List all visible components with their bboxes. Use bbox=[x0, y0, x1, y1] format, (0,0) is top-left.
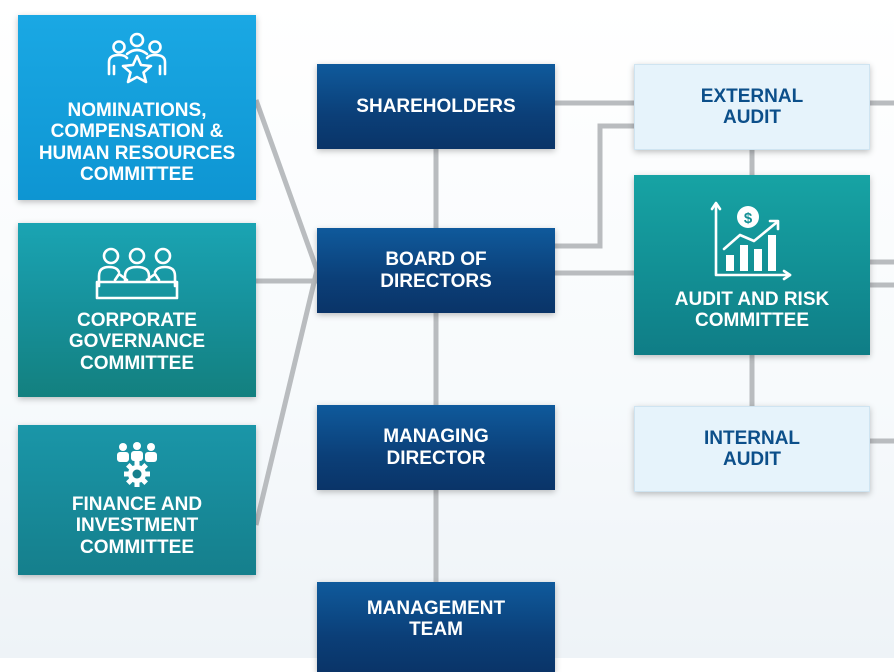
internal-audit-label: INTERNAL AUDIT bbox=[703, 427, 801, 470]
nominations-committee-label: NOMINATIONS, COMPENSATION & HUMAN RESOUR… bbox=[38, 99, 236, 185]
external-audit-box: EXTERNAL AUDIT bbox=[634, 64, 870, 150]
board-of-directors-box: BOARD OF DIRECTORS bbox=[317, 228, 555, 313]
shareholders-box: SHAREHOLDERS bbox=[317, 64, 555, 149]
people-star-icon bbox=[107, 32, 167, 84]
finance-investment-committee-label: FINANCE AND INVESTMENT COMMITTEE bbox=[71, 494, 203, 558]
managing-director-label: MANAGING DIRECTOR bbox=[383, 426, 489, 469]
managing-director-box: MANAGING DIRECTOR bbox=[317, 405, 555, 490]
management-team-box: MANAGEMENT TEAM bbox=[317, 582, 555, 672]
shareholders-label: SHAREHOLDERS bbox=[356, 95, 516, 117]
corporate-governance-committee-label: CORPORATE GOVERNANCE COMMITTEE bbox=[68, 310, 206, 374]
team-gear-icon bbox=[117, 442, 157, 488]
corporate-governance-committee-box: CORPORATE GOVERNANCE COMMITTEE bbox=[18, 223, 256, 397]
management-team-label: MANAGEMENT TEAM bbox=[366, 598, 506, 641]
growth-chart-icon: $ bbox=[710, 201, 792, 281]
connector-lines bbox=[253, 99, 894, 582]
finance-investment-committee-box: FINANCE AND INVESTMENT COMMITTEE bbox=[18, 425, 256, 575]
board-of-directors-label: BOARD OF DIRECTORS bbox=[380, 249, 492, 292]
meeting-table-icon bbox=[95, 247, 179, 300]
internal-audit-box: INTERNAL AUDIT bbox=[634, 406, 870, 492]
audit-risk-committee-box: $ AUDIT AND RISK COMMITTEE bbox=[634, 175, 870, 355]
nominations-committee-box: NOMINATIONS, COMPENSATION & HUMAN RESOUR… bbox=[18, 15, 256, 200]
svg-text:$: $ bbox=[744, 210, 753, 227]
audit-risk-committee-label: AUDIT AND RISK COMMITTEE bbox=[674, 288, 830, 331]
external-audit-label: EXTERNAL AUDIT bbox=[700, 85, 804, 128]
